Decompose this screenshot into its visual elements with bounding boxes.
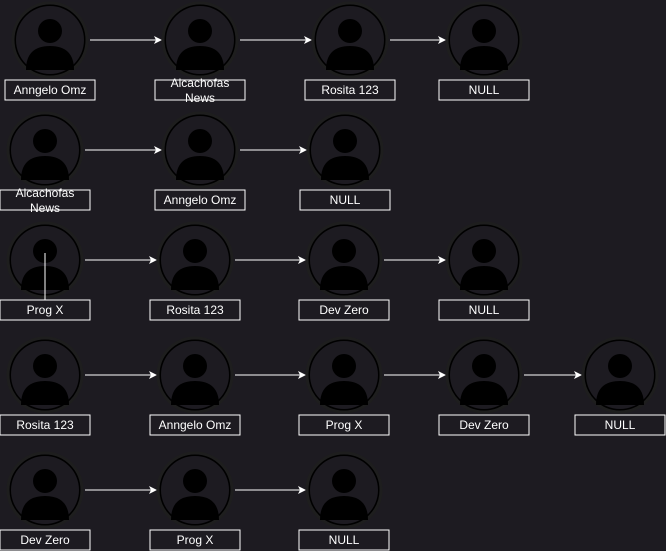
avatar-head <box>183 354 207 378</box>
list-node: Dev Zero <box>298 221 390 321</box>
node-label-box <box>149 529 241 551</box>
list-node: Prog X <box>298 336 390 436</box>
avatar-body <box>460 266 508 290</box>
avatar-body <box>176 156 224 180</box>
node-label-box <box>0 414 91 436</box>
node-label: Dev Zero <box>459 418 509 432</box>
list-node: NULL <box>299 111 391 211</box>
list-node: NULL <box>574 336 666 436</box>
avatar-body <box>460 381 508 405</box>
node-label: NULL <box>469 83 500 97</box>
list-node: Anngelo Omz <box>149 336 241 436</box>
list-node: NULL <box>438 1 530 101</box>
node-label: Dev Zero <box>319 303 369 317</box>
node-label-box <box>298 299 390 321</box>
avatar-body <box>321 156 369 180</box>
node-label-box <box>0 529 91 551</box>
avatar-head <box>33 469 57 493</box>
list-node: Prog X <box>149 451 241 551</box>
list-node: NULL <box>298 451 390 551</box>
avatar-body <box>21 381 69 405</box>
node-label: Rosita 123 <box>166 303 224 317</box>
avatar-body <box>171 266 219 290</box>
avatar-body <box>21 156 69 180</box>
avatar-head <box>472 239 496 263</box>
node-label-box <box>149 299 241 321</box>
avatar-head <box>33 354 57 378</box>
node-label: Rosita 123 <box>321 83 379 97</box>
list-node: Dev Zero <box>438 336 530 436</box>
node-label: Anngelo Omz <box>14 83 87 97</box>
avatar-body <box>320 266 368 290</box>
list-node: NULL <box>438 221 530 321</box>
node-label: NULL <box>330 193 361 207</box>
avatar-head <box>332 239 356 263</box>
node-label: Dev Zero <box>20 533 70 547</box>
node-label-box <box>0 189 91 211</box>
avatar-body <box>326 46 374 70</box>
node-label-box <box>304 79 396 101</box>
node-label-box <box>149 414 241 436</box>
avatar-head <box>183 469 207 493</box>
list-node: Rosita 123 <box>149 221 241 321</box>
node-label: Anngelo Omz <box>164 193 237 207</box>
avatar-head <box>333 129 357 153</box>
node-label-box <box>438 299 530 321</box>
node-label-box <box>299 189 391 211</box>
list-node: Rosita 123 <box>304 1 396 101</box>
avatar-head <box>183 239 207 263</box>
node-label-box <box>298 529 390 551</box>
avatar-body <box>21 496 69 520</box>
node-label-box <box>438 79 530 101</box>
avatar-head <box>332 354 356 378</box>
avatar-head <box>188 129 212 153</box>
avatar-body <box>26 46 74 70</box>
node-label-box <box>298 414 390 436</box>
avatar-head <box>33 239 57 263</box>
node-label: Prog X <box>177 533 214 547</box>
node-label: NULL <box>469 303 500 317</box>
avatar-head <box>608 354 632 378</box>
avatar-body <box>596 381 644 405</box>
node-label: Prog X <box>27 303 64 317</box>
node-label: Rosita 123 <box>16 418 74 432</box>
node-label-box <box>154 79 246 101</box>
node-label: NULL <box>605 418 636 432</box>
avatar-head <box>472 354 496 378</box>
list-node: Dev Zero <box>0 451 91 551</box>
list-node: Rosita 123 <box>0 336 91 436</box>
avatar-head <box>338 19 362 43</box>
avatar-body <box>320 496 368 520</box>
avatar-head <box>332 469 356 493</box>
node-label: Anngelo Omz <box>159 418 232 432</box>
node-label-box <box>4 79 96 101</box>
list-node: Anngelo Omz <box>4 1 96 101</box>
avatar-body <box>171 381 219 405</box>
avatar-head <box>33 129 57 153</box>
avatar-body <box>171 496 219 520</box>
node-label-box <box>154 189 246 211</box>
node-label-box <box>438 414 530 436</box>
avatar-head <box>472 19 496 43</box>
node-label: Prog X <box>326 418 363 432</box>
avatar-body <box>176 46 224 70</box>
list-node: Anngelo Omz <box>154 111 246 211</box>
node-label-box <box>574 414 666 436</box>
avatar-head <box>38 19 62 43</box>
avatar-head <box>188 19 212 43</box>
node-label: NULL <box>329 533 360 547</box>
avatar-body <box>460 46 508 70</box>
avatar-body <box>320 381 368 405</box>
